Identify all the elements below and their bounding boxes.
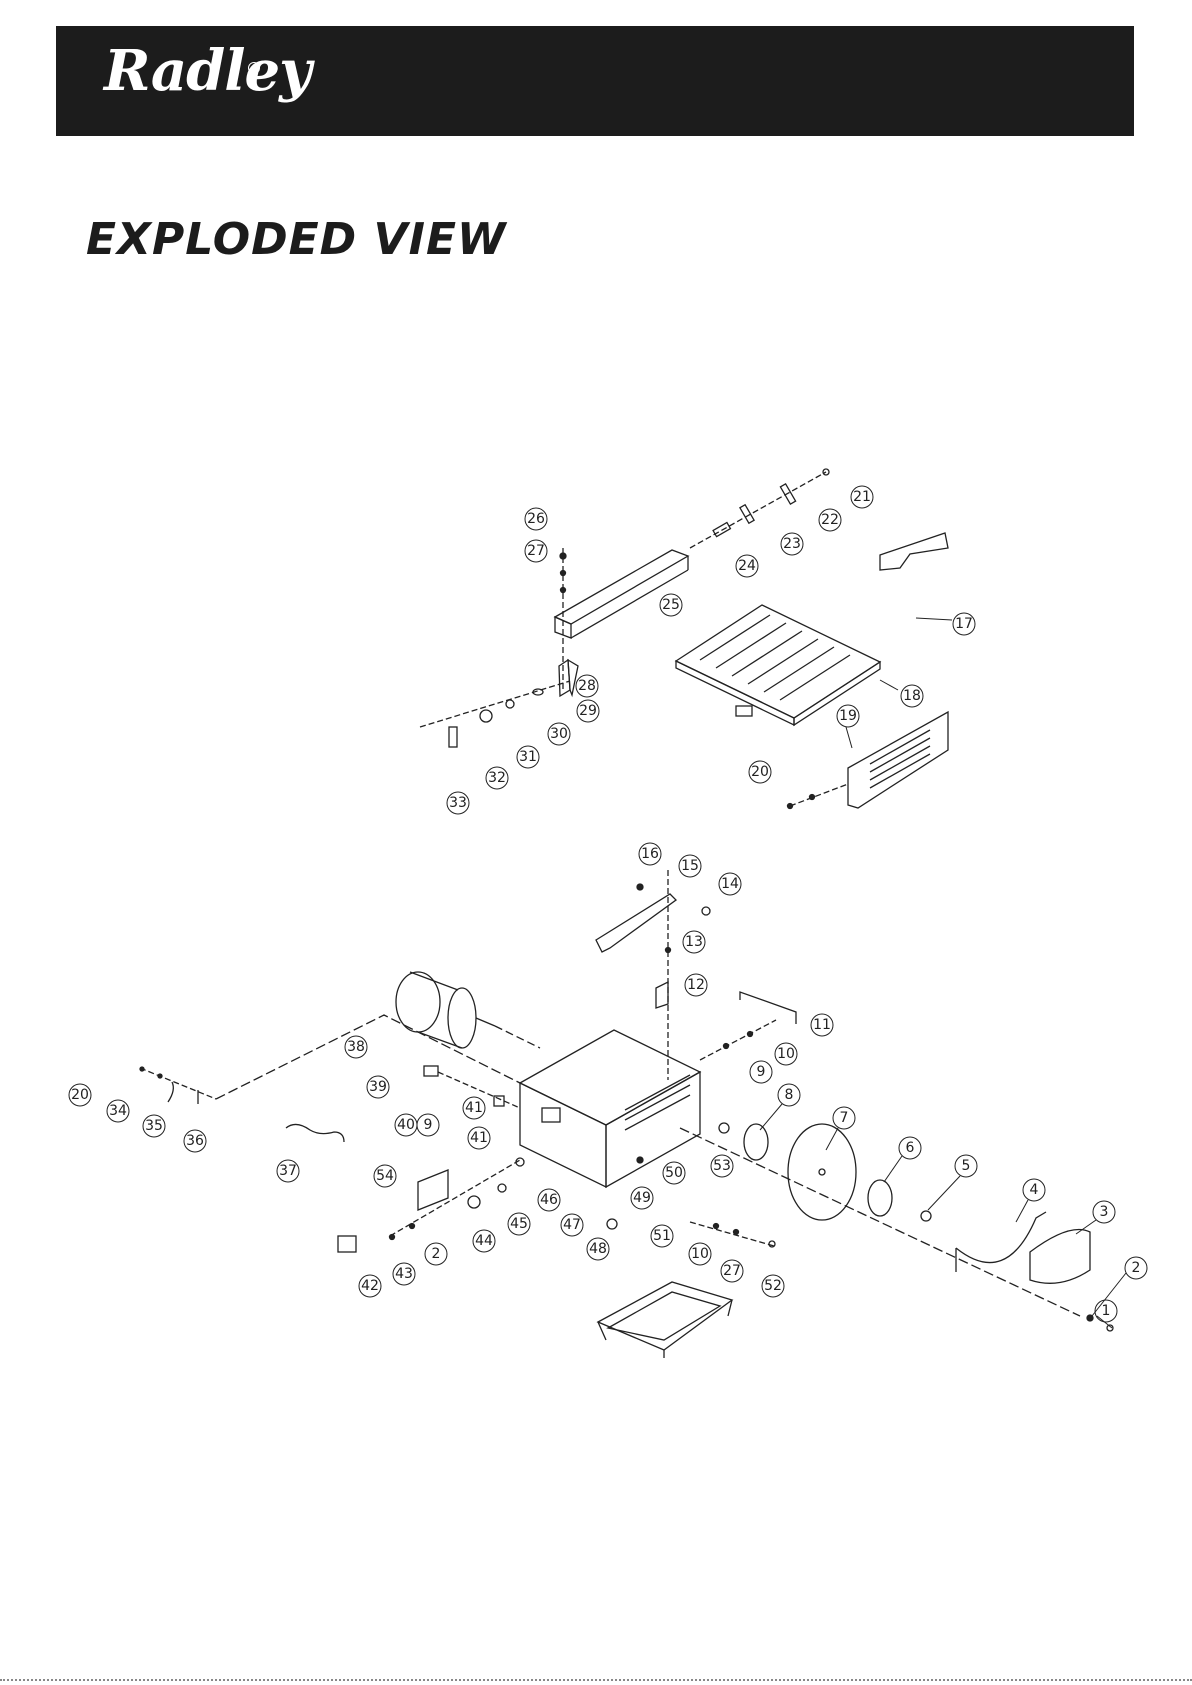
callout-29: 29	[579, 703, 597, 719]
callout-41: 41	[470, 1130, 488, 1146]
callout-22: 22	[821, 512, 839, 528]
callout-19: 19	[839, 708, 857, 724]
callout-27b: 27	[723, 1263, 741, 1279]
callout-43: 43	[395, 1266, 413, 1282]
callout-26: 26	[527, 511, 545, 527]
callout-49: 49	[633, 1190, 651, 1206]
callout-2b: 2	[432, 1246, 441, 1262]
page-bottom-border	[0, 1679, 1192, 1683]
callout-30: 30	[550, 726, 568, 742]
callout-44: 44	[475, 1233, 493, 1249]
callout-54: 54	[376, 1168, 394, 1184]
callout-38: 38	[347, 1039, 365, 1055]
callout-47: 47	[563, 1217, 581, 1233]
callout-20b: 20	[71, 1087, 89, 1103]
callout-42: 42	[361, 1278, 379, 1294]
callout-48: 48	[589, 1241, 607, 1257]
callout-36: 36	[186, 1133, 204, 1149]
callout-5: 5	[962, 1158, 971, 1174]
callout-51: 51	[653, 1228, 671, 1244]
callout-9b: 9	[424, 1117, 433, 1133]
callout-50: 50	[665, 1165, 683, 1181]
callout-53: 53	[713, 1158, 731, 1174]
callout-15: 15	[681, 858, 699, 874]
callout-10b: 10	[691, 1246, 709, 1262]
callout-2: 2	[1132, 1260, 1141, 1276]
callout-37: 37	[279, 1163, 297, 1179]
callout-13: 13	[685, 934, 703, 950]
callout-18: 18	[903, 688, 921, 704]
callout-6: 6	[906, 1140, 915, 1156]
callout-34: 34	[109, 1103, 127, 1119]
callout-16: 16	[641, 846, 659, 862]
callout-24: 24	[738, 558, 756, 574]
callout-17: 17	[955, 616, 973, 632]
callout-40: 40	[397, 1117, 415, 1133]
callout-23: 23	[783, 536, 801, 552]
callout-21: 21	[853, 489, 871, 505]
callout-27: 27	[527, 543, 545, 559]
callout-45: 45	[510, 1216, 528, 1232]
callout-41b: 41	[465, 1100, 483, 1116]
callout-32: 32	[488, 770, 506, 786]
callout-12: 12	[687, 977, 705, 993]
callout-33: 33	[449, 795, 467, 811]
callout-7: 7	[840, 1110, 849, 1126]
callout-3: 3	[1100, 1204, 1109, 1220]
callout-4: 4	[1030, 1182, 1039, 1198]
callout-1: 1	[1102, 1303, 1111, 1319]
callout-8: 8	[785, 1087, 794, 1103]
callout-46: 46	[540, 1192, 558, 1208]
callout-20: 20	[751, 764, 769, 780]
callout-10: 10	[777, 1046, 795, 1062]
callout-31: 31	[519, 749, 537, 765]
callout-28: 28	[578, 678, 596, 694]
callout-11: 11	[813, 1017, 831, 1033]
callout-25: 25	[662, 597, 680, 613]
callout-39: 39	[369, 1079, 387, 1095]
callout-52: 52	[764, 1278, 782, 1294]
callout-9: 9	[757, 1064, 766, 1080]
part-motor	[396, 972, 495, 1048]
callout-14: 14	[721, 876, 739, 892]
callout-35: 35	[145, 1118, 163, 1134]
